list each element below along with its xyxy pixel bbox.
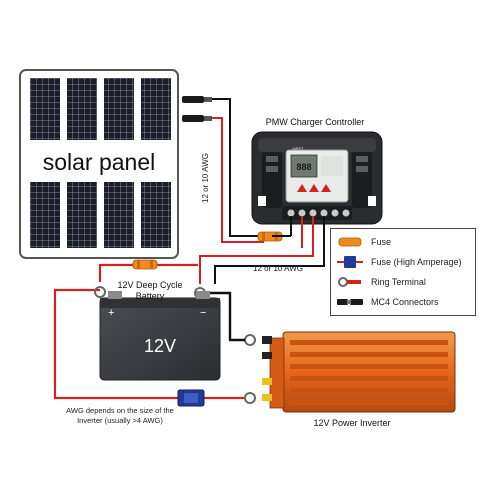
controller-lcd-screen — [290, 154, 318, 178]
controller-terminal-5 — [331, 209, 339, 217]
awg-label-vertical: 12 or 10 AWG — [201, 153, 210, 203]
controller-terminal-4 — [320, 209, 328, 217]
controller-indicator-1 — [297, 184, 307, 192]
ring-terminal-icon — [337, 275, 363, 289]
controller-indicator-3 — [321, 184, 331, 192]
legend-label-ring-terminal: Ring Terminal — [371, 277, 426, 287]
battery-title-line1: 12V Deep Cycle — [117, 280, 182, 290]
controller-terminal-1 — [287, 209, 295, 217]
solar-cells-top — [30, 78, 171, 140]
legend-label-high-amp-fuse: Fuse (High Amperage) — [371, 257, 462, 267]
legend: Fuse Fuse (High Amperage) Ring Terminal … — [330, 228, 476, 316]
fuse-icon — [337, 235, 363, 249]
high-amp-fuse — [177, 389, 205, 407]
legend-item-ring-terminal: Ring Terminal — [337, 273, 426, 291]
controller-terminal-2 — [298, 209, 306, 217]
svg-text:888: 888 — [296, 162, 311, 172]
awg-note-line1: AWG depends on the size of the — [66, 406, 174, 415]
ring-terminal-inverter-pos — [244, 392, 256, 404]
awg-label-horizontal: 12 or 10 AWG — [253, 264, 303, 273]
mc4-connector-icon — [337, 295, 363, 309]
legend-item-high-amp-fuse: Fuse (High Amperage) — [337, 253, 462, 271]
awg-note-line2: Inverter (usually >4 AWG) — [77, 416, 163, 425]
battery-title-line2: Battery — [136, 291, 165, 301]
battery-plus-sign: + — [108, 307, 114, 319]
controller-terminal-3 — [309, 209, 317, 217]
mc4-connector-top — [182, 96, 212, 103]
legend-item-fuse: Fuse — [337, 233, 391, 251]
legend-label-mc4: MC4 Connectors — [371, 297, 439, 307]
panel-to-controller-wires — [212, 98, 272, 243]
inverter-terminal-neg — [262, 336, 272, 344]
fuse-battery-line — [132, 259, 158, 270]
controller-brand: MPPT — [292, 146, 304, 151]
ring-terminal-battery-pos — [94, 286, 106, 298]
mc4-connector-bottom — [182, 115, 212, 122]
battery-positive-main-wire — [53, 263, 244, 400]
power-inverter — [262, 331, 456, 413]
controller-title: PMW Charger Controller — [266, 117, 365, 127]
controller-terminal-6 — [342, 209, 350, 217]
controller-to-battery-wires — [199, 216, 325, 284]
inverter-terminal-pos-2 — [262, 394, 272, 401]
high-amp-fuse-icon — [337, 255, 363, 269]
inverter-label: 12V Power Inverter — [313, 418, 390, 428]
legend-label-fuse: Fuse — [371, 237, 392, 247]
solar-cells-bottom — [30, 182, 171, 248]
battery-voltage: 12V — [144, 336, 176, 356]
battery-negative-main-wire — [205, 291, 245, 342]
inverter-terminal-pos — [262, 378, 272, 385]
battery: + − 12V — [99, 291, 221, 381]
charge-controller: 888 MPPT — [251, 131, 383, 225]
inverter-terminal-neg-2 — [262, 352, 272, 359]
battery-minus-sign: − — [200, 307, 206, 319]
legend-item-mc4: MC4 Connectors — [337, 293, 439, 311]
ring-terminal-inverter-neg — [244, 334, 256, 346]
controller-indicator-2 — [309, 184, 319, 192]
solar-panel-label: solar panel — [43, 149, 156, 175]
solar-panel: solar panel — [19, 69, 179, 259]
